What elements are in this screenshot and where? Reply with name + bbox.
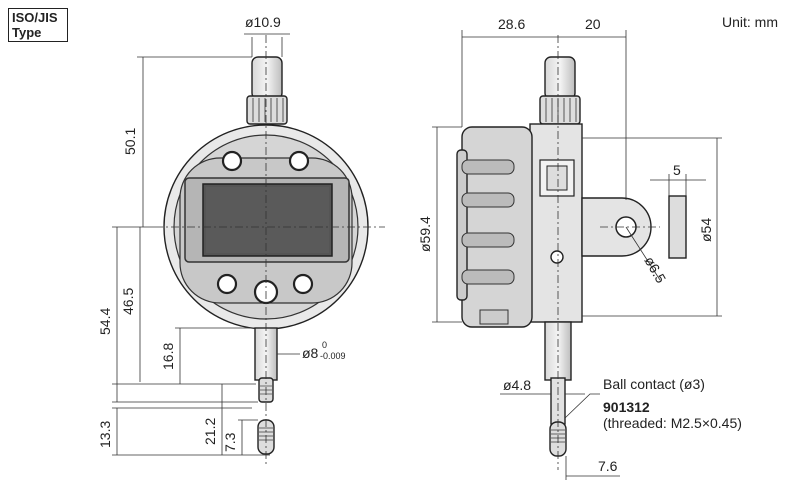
- dim-lug-hole: ø6.5: [641, 254, 669, 286]
- side-rib-4: [461, 269, 515, 285]
- type-label-box: ISO/JIS Type: [8, 8, 68, 42]
- front-button-top-left: [221, 150, 243, 172]
- dim-stem-tol-upper: 0: [322, 340, 327, 350]
- dim-stem-dia: ø8: [302, 345, 319, 361]
- side-rib-2: [461, 192, 515, 208]
- dim-body-dia: ø59.4: [417, 216, 433, 252]
- side-spindle: [550, 377, 566, 425]
- dim-height-7-3: 7.3: [222, 432, 238, 452]
- side-body: [529, 123, 583, 323]
- dim-spindle-dia: ø4.8: [503, 377, 531, 393]
- side-bezel: [461, 126, 533, 328]
- unit-label: Unit: mm: [722, 14, 778, 30]
- front-stem-cap: [251, 56, 283, 100]
- dim-height-13-3: 13.3: [97, 421, 113, 448]
- dim-stem-tol-lower: -0.009: [320, 351, 346, 361]
- front-button-top-right: [288, 150, 310, 172]
- dim-height-50-1: 50.1: [122, 128, 138, 155]
- type-line-1: ISO/JIS: [12, 10, 58, 25]
- side-rib-3: [461, 232, 515, 248]
- dim-stem-top-dia: ø10.9: [245, 14, 281, 30]
- ball-contact-label: Ball contact (ø3): [603, 376, 705, 392]
- type-line-2: Type: [12, 25, 42, 40]
- dim-lug-thickness: 5: [673, 162, 681, 178]
- side-lug-section: [668, 195, 687, 259]
- side-view: 28.6 20 ø59.4 ø54 5 ø6.5 ø4.8 7.6: [417, 16, 722, 480]
- front-button-bottom-left: [216, 273, 238, 295]
- dim-tip-length: 7.6: [598, 458, 618, 474]
- dim-height-46-5: 46.5: [120, 288, 136, 315]
- dim-height-54-4: 54.4: [97, 308, 113, 335]
- dim-width-28-6: 28.6: [498, 16, 525, 32]
- dim-width-20: 20: [585, 16, 601, 32]
- dim-lug-dia: ø54: [698, 218, 714, 242]
- dim-height-21-2: 21.2: [202, 418, 218, 445]
- side-keyhole: [550, 250, 564, 264]
- front-view: ø10.9 50.1 54.4 46.5 16.8 13.3 21.2 7.3 …: [97, 14, 385, 465]
- dim-height-16-8: 16.8: [160, 343, 176, 370]
- side-rib-1: [461, 159, 515, 175]
- side-stem-cap: [544, 56, 576, 100]
- thread-spec-label: (threaded: M2.5×0.45): [603, 415, 742, 431]
- model-number-label: 901312: [603, 399, 650, 415]
- front-button-bottom-right: [292, 273, 314, 295]
